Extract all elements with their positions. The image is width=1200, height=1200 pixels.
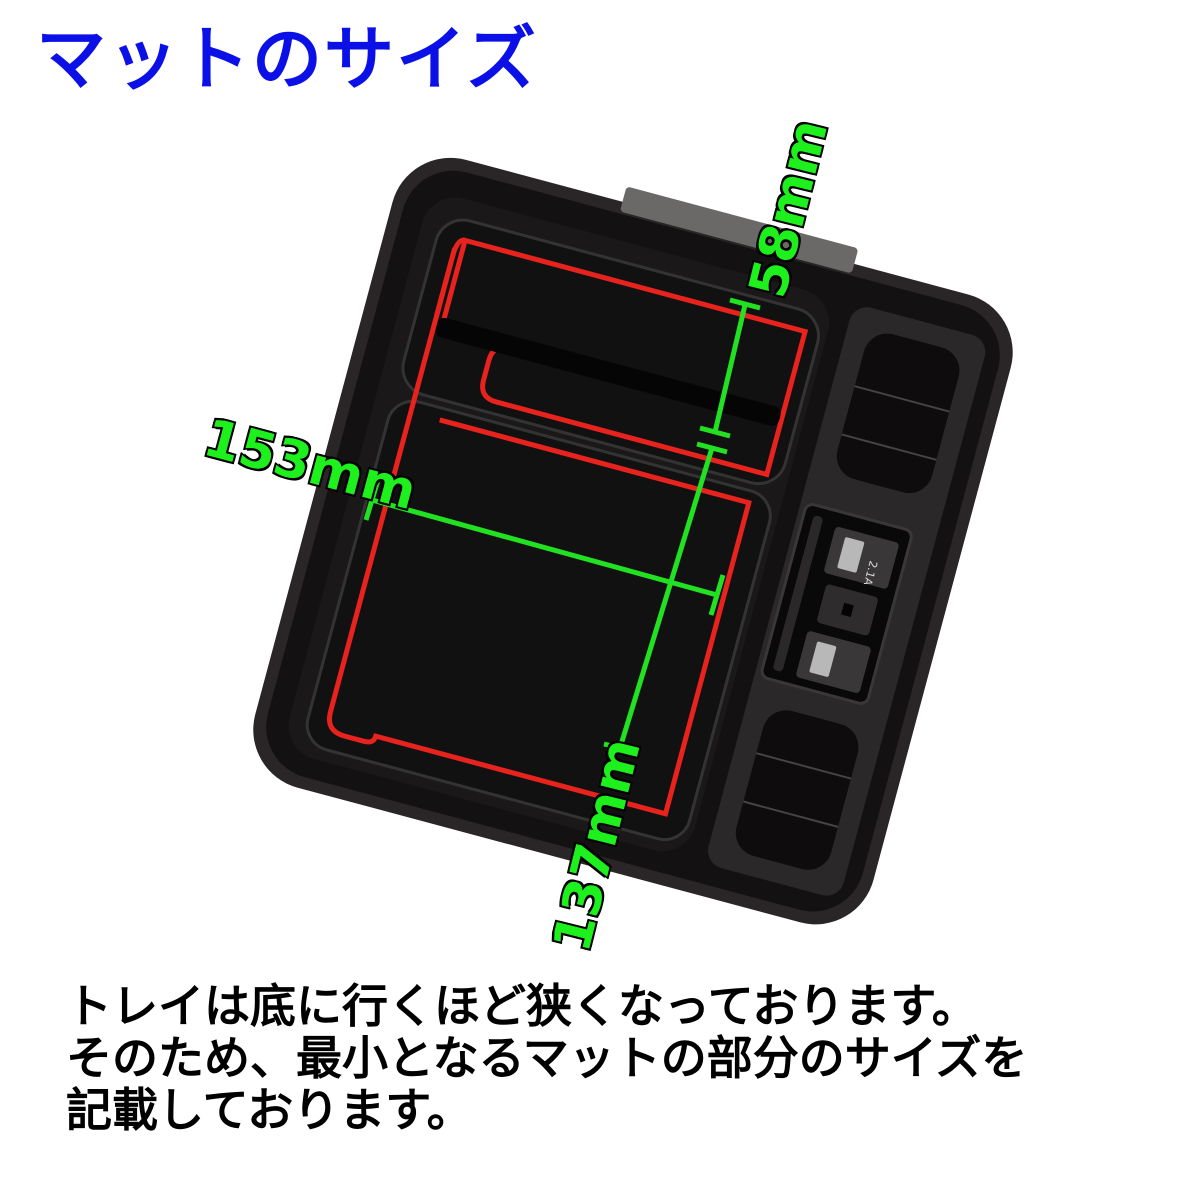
dimension-lines <box>363 297 761 755</box>
page-title: マットのサイズ <box>36 18 538 100</box>
note-line-3: 記載しております。 <box>66 1083 473 1137</box>
side-compartment: 2.1A <box>708 307 986 896</box>
note-line-2: そのため、最小となるマットの部分のサイズを <box>66 1031 1028 1085</box>
usb-port-icon <box>837 537 865 573</box>
note-line-1: トレイは底に行くほど狭くなっております。 <box>66 979 978 1033</box>
size-note: トレイは底に行くほど狭くなっております。 そのため、最小となるマットの部分のサイ… <box>66 980 1166 1136</box>
dc-socket-icon <box>841 602 854 618</box>
tray-lip <box>620 187 858 273</box>
cup-slot-top <box>836 333 960 494</box>
usb-rating-label: 2.1A <box>861 559 880 587</box>
mat-lower <box>305 247 772 842</box>
usb-port-icon <box>809 641 837 677</box>
cup-slot-bottom <box>735 710 859 870</box>
mat-upper <box>401 218 820 486</box>
